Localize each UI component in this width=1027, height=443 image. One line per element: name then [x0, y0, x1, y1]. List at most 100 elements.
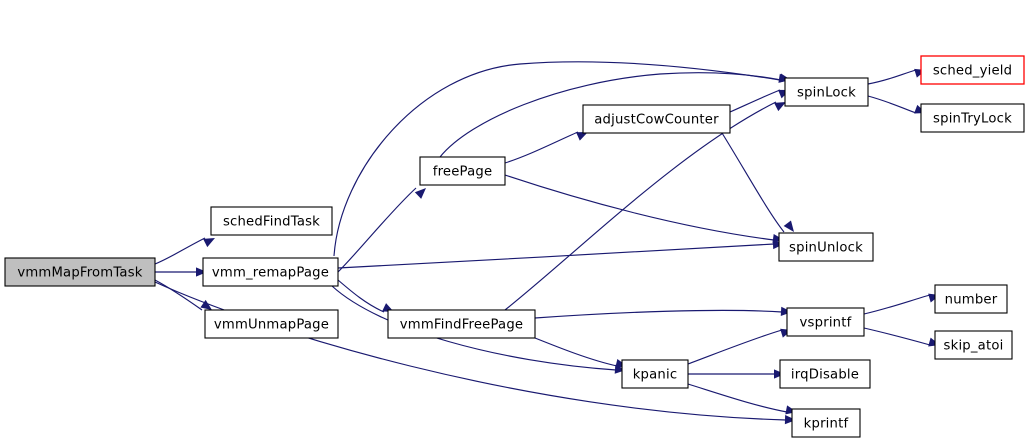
edge-vmm_remapPage-to-freePage [337, 187, 426, 273]
edge-path [534, 309, 783, 319]
edge-spinLock-to-spinTryLock [867, 95, 926, 114]
node-schedFindTask[interactable]: schedFindTask [210, 206, 333, 236]
node-box[interactable] [791, 408, 861, 438]
node-box[interactable] [920, 103, 1025, 133]
node-sched_yield[interactable]: sched_yield [920, 55, 1025, 85]
edge-path [867, 69, 917, 85]
edge-freePage-to-adjustCowCounter [504, 131, 588, 164]
arrowhead-icon [196, 267, 207, 277]
node-kprintf[interactable]: kprintf [791, 408, 861, 438]
edge-path [154, 237, 206, 265]
edge-path [337, 243, 775, 269]
node-label: sched_yield [933, 64, 1012, 79]
node-number[interactable]: number [934, 284, 1008, 314]
node-spinLock[interactable]: spinLock [784, 77, 869, 107]
node-label: adjustCowCounter [594, 113, 719, 128]
node-box[interactable] [582, 104, 731, 134]
node-adjustCowCounter[interactable]: adjustCowCounter [582, 104, 731, 134]
edge-adjustCowCounter-to-spinLock [729, 89, 790, 113]
edge-path [439, 72, 782, 158]
edge-path [154, 279, 203, 311]
edge-path [721, 132, 785, 233]
arrowhead-icon [576, 132, 588, 141]
edge-vmmMapFromTask-to-kprintf [154, 281, 796, 425]
arrowhead-icon [772, 234, 784, 244]
node-label: vmmUnmapPage [214, 318, 329, 333]
node-box[interactable] [621, 359, 689, 389]
edge-path [687, 329, 783, 365]
edge-vmmFindFreePage-to-kpanic [534, 337, 627, 368]
node-box[interactable] [210, 206, 333, 236]
edge-path [863, 327, 931, 346]
edge-vmmMapFromTask-to-schedFindTask [154, 237, 215, 265]
node-label: number [945, 293, 998, 308]
node-box[interactable] [779, 359, 871, 389]
node-label: vmmFindFreePage [400, 318, 523, 333]
node-freePage[interactable]: freePage [419, 156, 506, 186]
edge-path [154, 281, 787, 421]
node-box[interactable] [419, 156, 506, 186]
edge-path [333, 61, 781, 257]
node-skip_atoi[interactable]: skip_atoi [934, 330, 1013, 360]
edge-path [729, 89, 781, 113]
node-box[interactable] [778, 232, 874, 262]
node-box[interactable] [934, 284, 1008, 314]
node-label: kprintf [804, 417, 849, 432]
node-label: vmm_remapPage [212, 266, 329, 281]
edge-vmm_remapPage-to-spinLock [333, 61, 790, 257]
arrowhead-icon [200, 299, 212, 310]
node-vmmFindFreePage[interactable]: vmmFindFreePage [387, 309, 536, 339]
node-spinUnlock[interactable]: spinUnlock [778, 232, 874, 262]
node-label: spinUnlock [789, 241, 863, 256]
node-label: schedFindTask [223, 215, 320, 230]
node-box[interactable] [786, 307, 865, 337]
node-vmmMapFromTask[interactable]: vmmMapFromTask [4, 257, 156, 287]
edge-path [534, 337, 618, 367]
node-vmm_remapPage[interactable]: vmm_remapPage [202, 257, 339, 287]
edge-kpanic-to-irqDisable [688, 369, 785, 379]
edge-path [867, 95, 917, 114]
nodes-layer: vmmMapFromTask schedFindTask vmm_remapPage… [4, 55, 1025, 438]
edge-vmmMapFromTask-to-vmm_remapPage [155, 267, 207, 277]
edge-path [504, 101, 777, 311]
node-label: skip_atoi [944, 339, 1004, 354]
edge-vmmMapFromTask-to-vmmUnmapPage [154, 279, 212, 311]
edge-vmm_remapPage-to-spinUnlock [337, 239, 784, 269]
edge-vsprintf-to-skip_atoi [863, 327, 940, 347]
node-label: vmmMapFromTask [17, 266, 142, 281]
arrowhead-icon [774, 102, 786, 112]
node-vmmUnmapPage[interactable]: vmmUnmapPage [204, 309, 339, 339]
node-label: kpanic [633, 368, 678, 383]
edge-adjustCowCounter-to-spinUnlock [721, 132, 794, 233]
edge-spinLock-to-sched_yield [867, 68, 926, 85]
edge-path [337, 187, 417, 273]
node-box[interactable] [4, 257, 156, 287]
arrowhead-icon [203, 238, 215, 248]
edge-path [504, 131, 579, 164]
node-spinTryLock[interactable]: spinTryLock [920, 103, 1025, 133]
arrowhead-icon [783, 220, 794, 232]
edge-path [504, 174, 775, 241]
edge-freePage-to-spinUnlock [504, 174, 784, 244]
node-vsprintf[interactable]: vsprintf [786, 307, 865, 337]
node-box[interactable] [784, 77, 869, 107]
node-irqDisable[interactable]: irqDisable [779, 359, 871, 389]
node-box[interactable] [204, 309, 339, 339]
edge-vmmFindFreePage-to-vsprintf [534, 306, 792, 319]
node-label: irqDisable [791, 368, 859, 383]
node-label: freePage [433, 165, 493, 180]
edge-path [337, 279, 385, 313]
node-box[interactable] [202, 257, 339, 287]
node-kpanic[interactable]: kpanic [621, 359, 689, 389]
node-box[interactable] [920, 55, 1025, 85]
edge-path [331, 285, 617, 371]
edge-path [863, 294, 931, 315]
node-box[interactable] [387, 309, 536, 339]
node-box[interactable] [934, 330, 1013, 360]
arrowhead-icon [414, 188, 426, 199]
edge-path [687, 383, 788, 413]
node-label: spinTryLock [933, 112, 1012, 127]
edge-vsprintf-to-number [863, 293, 940, 315]
